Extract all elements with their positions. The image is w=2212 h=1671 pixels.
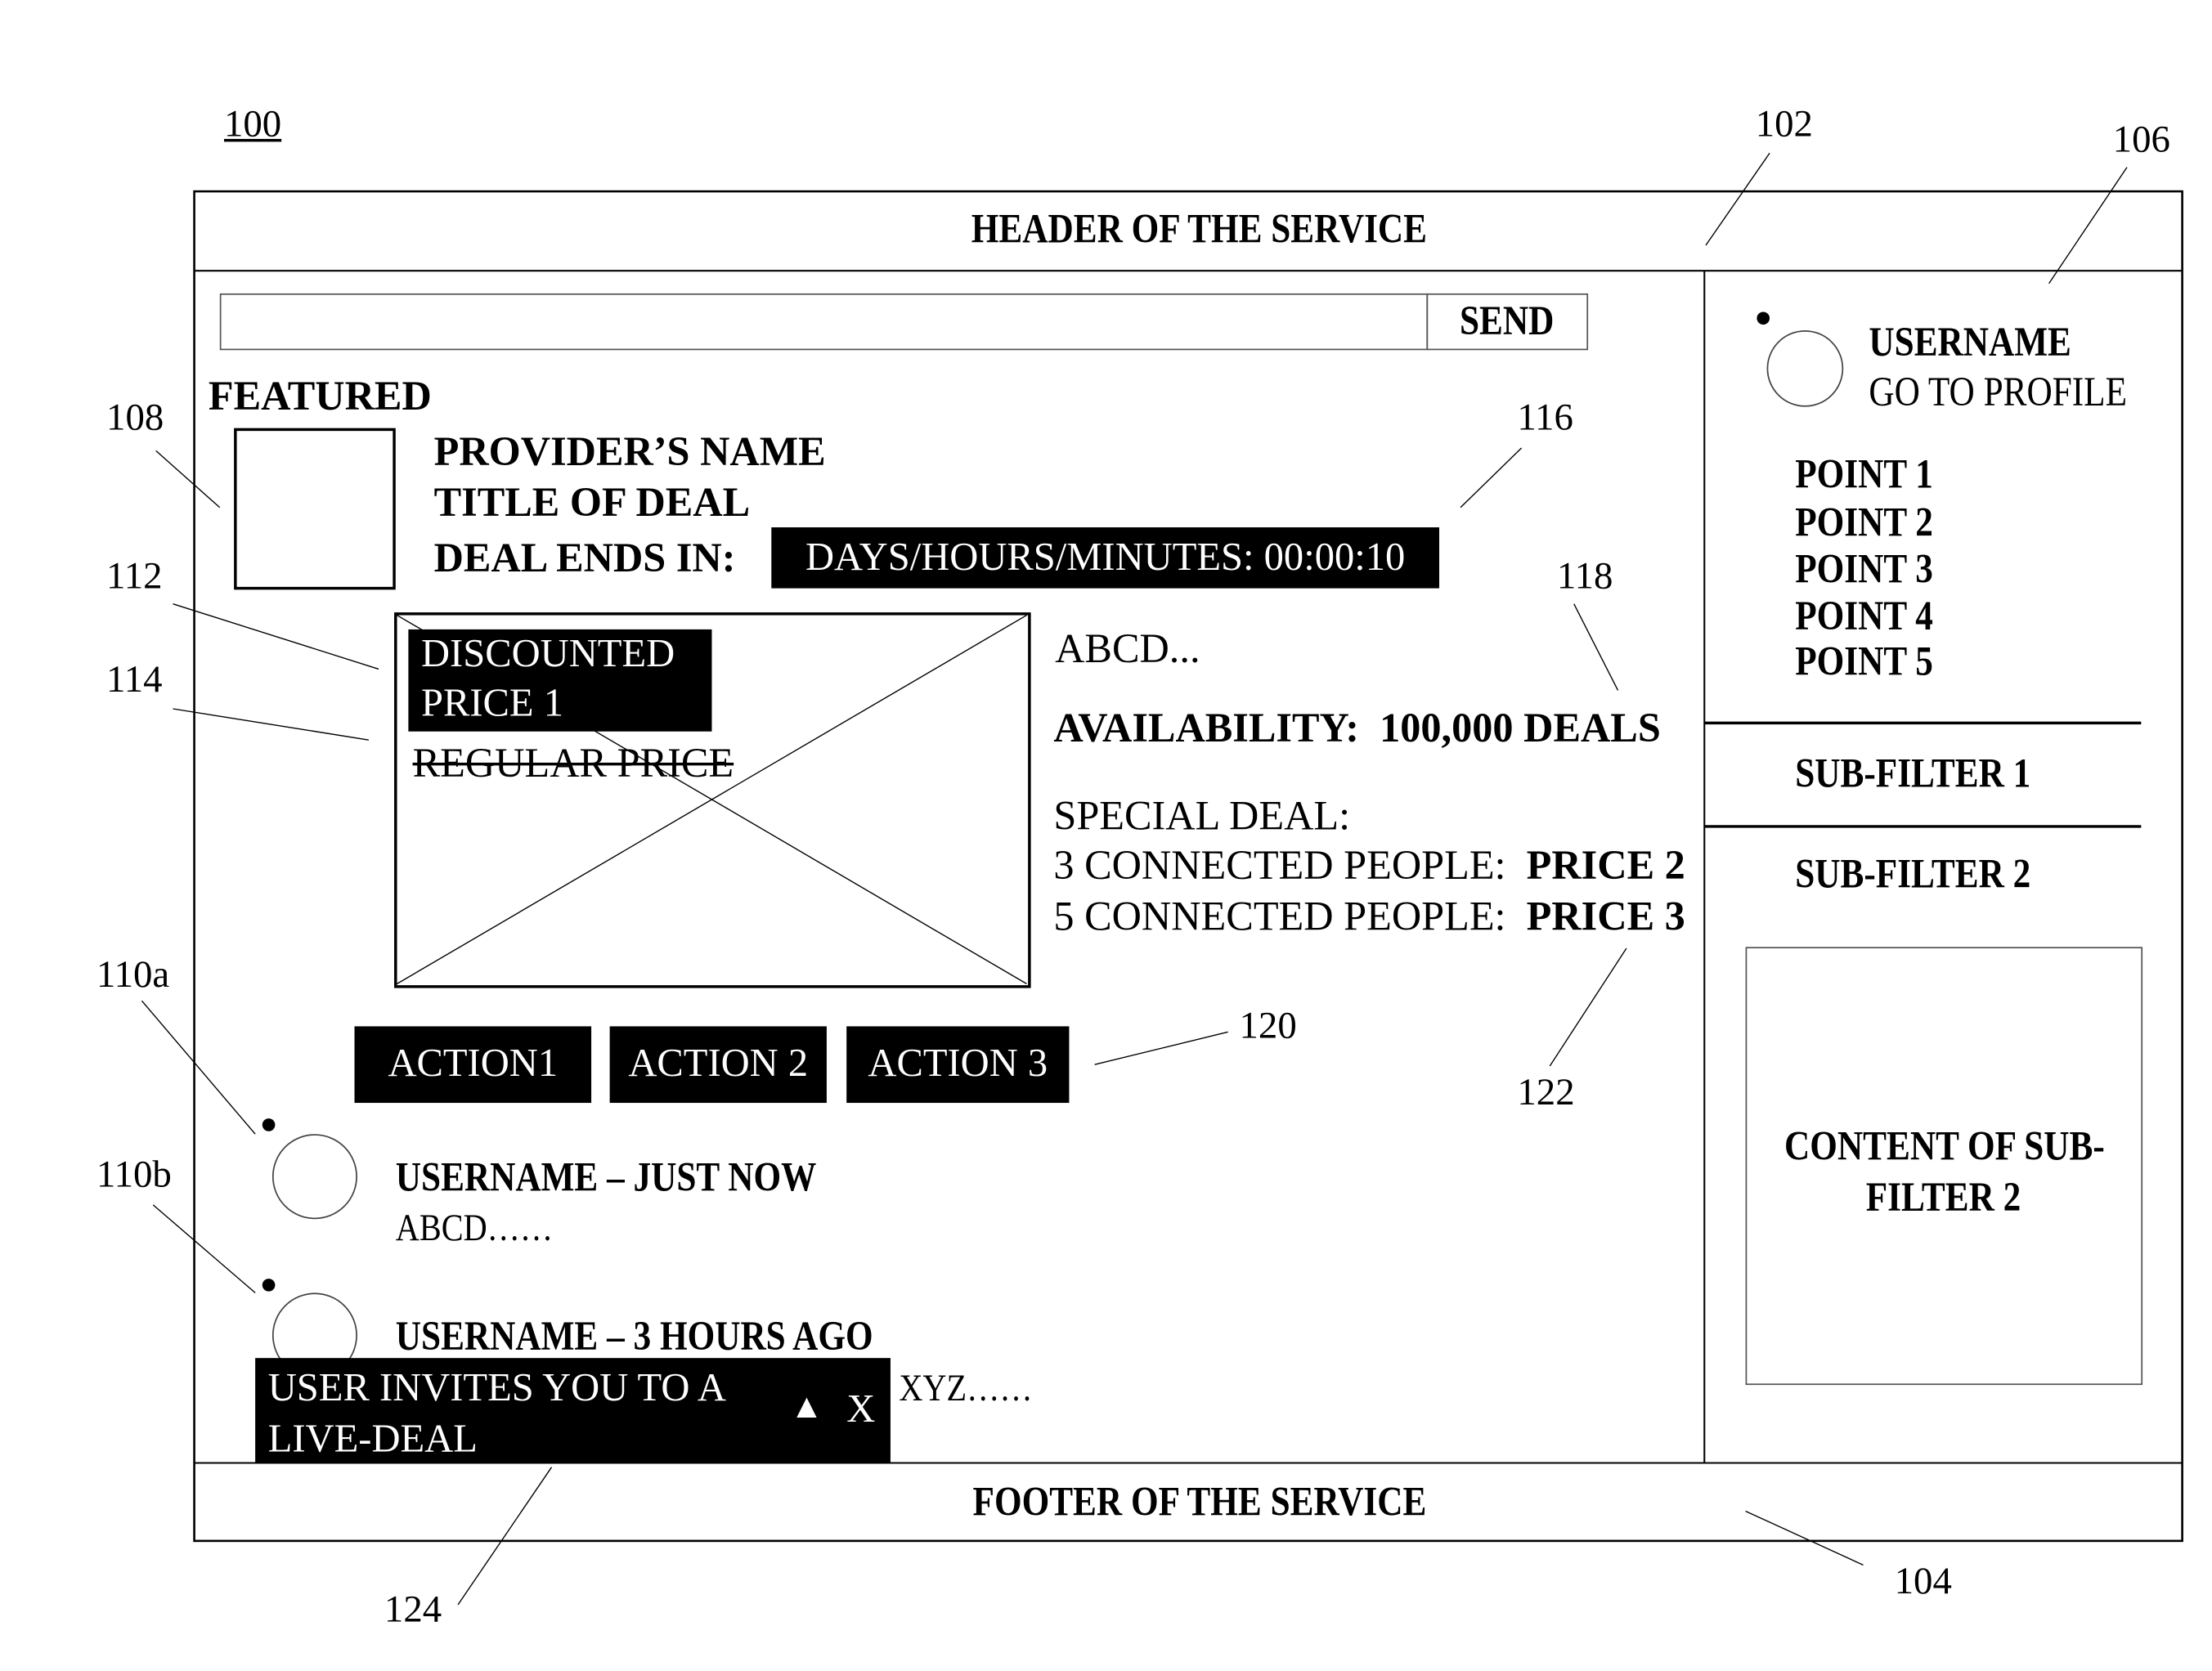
- content-line-2: FILTER 2: [1747, 1172, 2141, 1223]
- sidebar-point-2[interactable]: POINT 2: [1795, 504, 1955, 544]
- header-title: HEADER OF THE SERVICE: [971, 210, 1501, 251]
- ref-discount: 112: [106, 557, 162, 595]
- action-1-button[interactable]: ACTION1: [355, 1026, 592, 1103]
- discounted-price-badge: DISCOUNTED PRICE 1: [408, 629, 711, 732]
- ref-comment-b: 110b: [96, 1155, 172, 1194]
- figure-number: 100: [224, 105, 281, 143]
- ref-thumbnail: 108: [106, 398, 164, 437]
- bullet-icon: [1757, 311, 1770, 325]
- go-to-profile-link[interactable]: GO TO PROFILE: [1869, 373, 2169, 414]
- discount-line-1: DISCOUNTED: [421, 629, 711, 679]
- expand-up-icon[interactable]: ▲: [790, 1389, 823, 1427]
- ref-header: 102: [1756, 105, 1813, 143]
- comment-header: USERNAME – JUST NOW: [396, 1158, 885, 1199]
- ref-comment-a: 110a: [96, 956, 169, 994]
- comment-body: XYZ……: [899, 1369, 1054, 1408]
- provider-name: PROVIDER’S NAME: [434, 432, 826, 473]
- sidebar-point-5[interactable]: POINT 5: [1795, 643, 1955, 683]
- ref-sidebar: 106: [2113, 120, 2170, 159]
- ref-toast: 124: [384, 1591, 442, 1629]
- regular-price: REGULAR PRICE: [413, 744, 734, 785]
- special-deal-5: 5 CONNECTED PEOPLE: PRICE 3: [1053, 898, 1685, 939]
- bullet-icon: [262, 1279, 276, 1292]
- sidebar-point-3[interactable]: POINT 3: [1795, 550, 1955, 591]
- comment-body: ABCD……: [396, 1209, 579, 1248]
- ref-availability: 118: [1557, 557, 1613, 595]
- discount-line-2: PRICE 1: [421, 679, 711, 729]
- ref-footer: 104: [1895, 1562, 1952, 1601]
- sub-filter-2-content: CONTENT OF SUB- FILTER 2: [1746, 947, 2143, 1385]
- special-deal-3: 3 CONNECTED PEOPLE: PRICE 2: [1053, 846, 1685, 887]
- footer-title: FOOTER OF THE SERVICE: [973, 1483, 1501, 1524]
- toast-line-1: USER INVITES YOU TO A: [268, 1364, 726, 1414]
- avatar[interactable]: [272, 1134, 357, 1219]
- countdown-timer: DAYS/HOURS/MINUTES: 00:00:10: [771, 527, 1439, 589]
- action-3-button[interactable]: ACTION 3: [846, 1026, 1069, 1103]
- ref-regular: 114: [106, 661, 162, 699]
- user-avatar[interactable]: [1767, 330, 1844, 407]
- availability: AVAILABILITY: 100,000 DEALS: [1053, 709, 1660, 750]
- toast-line-2: LIVE-DEAL: [268, 1415, 726, 1466]
- sub-filter-2[interactable]: SUB-FILTER 2: [1795, 855, 2069, 896]
- close-icon[interactable]: X: [846, 1388, 875, 1433]
- sidebar-point-4[interactable]: POINT 4: [1795, 597, 1955, 638]
- comment-header: USERNAME – 3 HOURS AGO: [396, 1317, 951, 1358]
- sidebar-username: USERNAME: [1869, 323, 2104, 364]
- live-deal-invite-toast[interactable]: USER INVITES YOU TO A LIVE-DEAL ▲ X: [255, 1358, 891, 1463]
- ref-timer: 116: [1517, 398, 1573, 437]
- content-line-1: CONTENT OF SUB-: [1747, 1122, 2141, 1172]
- featured-heading: FEATURED: [209, 377, 432, 418]
- send-button[interactable]: SEND: [1426, 293, 1588, 350]
- special-deal-label: SPECIAL DEAL:: [1053, 797, 1350, 838]
- ref-actions: 120: [1240, 1006, 1297, 1045]
- ref-special: 122: [1517, 1073, 1574, 1112]
- deal-title: TITLE OF DEAL: [434, 483, 751, 524]
- sub-filter-1[interactable]: SUB-FILTER 1: [1795, 754, 2069, 795]
- search-input[interactable]: [220, 293, 1428, 350]
- bullet-icon: [262, 1118, 276, 1131]
- deal-ends-label: DEAL ENDS IN:: [434, 539, 736, 580]
- sidebar-point-1[interactable]: POINT 1: [1795, 455, 1955, 496]
- action-2-button[interactable]: ACTION 2: [610, 1026, 827, 1103]
- deal-description: ABCD...: [1055, 629, 1200, 670]
- provider-thumbnail: [234, 428, 396, 590]
